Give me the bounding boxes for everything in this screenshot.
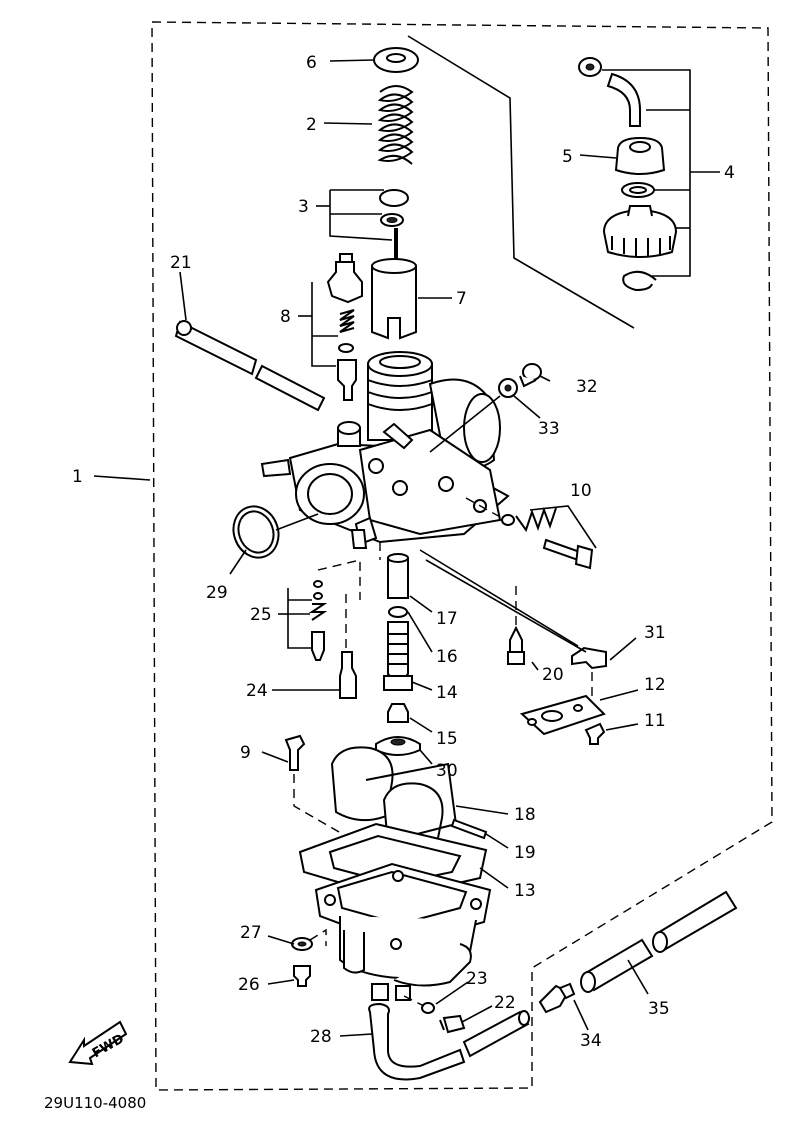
- part-label-16: 16: [436, 647, 458, 667]
- part-label-21: 21: [170, 253, 192, 273]
- part-label-10: 10: [570, 481, 592, 501]
- pilot-spring: [339, 309, 355, 333]
- part-label-14: 14: [436, 683, 458, 703]
- diagram-code: 29U110-4080: [44, 1094, 146, 1112]
- part-label-18: 18: [514, 805, 536, 825]
- part-label-33: 33: [538, 419, 560, 439]
- needle-clip-plate: [571, 646, 607, 670]
- part-label-11: 11: [644, 711, 666, 731]
- part-label-15: 15: [436, 729, 458, 749]
- throttle-screw: [542, 538, 582, 562]
- float-pin: [450, 818, 488, 840]
- part-label-1: 1: [72, 467, 83, 487]
- float-bowl-screw: [284, 734, 306, 771]
- part-label-9: 9: [240, 743, 251, 763]
- top-cap: [602, 208, 678, 258]
- cap-screw: [326, 261, 363, 304]
- part-label-20: 20: [542, 665, 564, 685]
- starter-jet: [339, 594, 357, 699]
- part-label-2: 2: [306, 115, 317, 135]
- part-label-23: 23: [466, 969, 488, 989]
- carburetor-body: [260, 351, 510, 549]
- part-label-19: 19: [514, 843, 536, 863]
- jet-o-ring: [388, 606, 408, 618]
- float-needle-assembly: [419, 549, 607, 745]
- part-label-30: 30: [436, 761, 458, 781]
- air-screw-o-ring: [421, 1002, 435, 1014]
- o-ring: [232, 505, 280, 559]
- part-label-34: 34: [580, 1031, 602, 1051]
- slide-assembly: [329, 47, 419, 340]
- float-valve-plate: [519, 694, 606, 736]
- part-label-26: 26: [238, 975, 260, 995]
- part-label-3: 3: [298, 197, 309, 217]
- part-label-4: 4: [724, 163, 735, 183]
- assembly-boundary: [151, 21, 773, 1091]
- part-label-7: 7: [456, 289, 467, 309]
- throttle-screw-assembly: [465, 497, 597, 570]
- part-label-27: 27: [240, 923, 262, 943]
- vent-hose: [174, 320, 326, 412]
- part-label-22: 22: [494, 993, 516, 1013]
- throttle-spring-small: [515, 507, 557, 533]
- pilot-screw: [337, 359, 357, 401]
- top-cap-assembly: [578, 57, 720, 292]
- part-label-25: 25: [250, 605, 272, 625]
- breather-hose: [580, 890, 738, 993]
- part-label-29: 29: [206, 583, 228, 603]
- part-label-24: 24: [246, 681, 268, 701]
- fwd-arrow: FWD: [68, 1020, 128, 1066]
- main-jet-holder: [387, 621, 409, 681]
- jet-column: [375, 542, 421, 756]
- part-label-17: 17: [436, 609, 458, 629]
- stop-screw: [429, 363, 542, 453]
- part-labels: 6 2 3 4 5 7 8 21 32 33 1 10 29 25 17 31 …: [72, 53, 735, 1051]
- air-screw: [442, 1014, 466, 1034]
- part-label-12: 12: [644, 675, 666, 695]
- drain-screw: [293, 965, 311, 987]
- leader-lines: [93, 59, 649, 1037]
- throttle-spring: [377, 85, 414, 165]
- part-label-31: 31: [644, 623, 666, 643]
- part-label-8: 8: [280, 307, 291, 327]
- cap-rubber-boot: [614, 136, 666, 175]
- cap-hose-fitting: [606, 72, 641, 127]
- part-label-6: 6: [306, 53, 317, 73]
- needle-jet: [387, 557, 409, 599]
- part-label-32: 32: [576, 377, 598, 397]
- part-label-35: 35: [648, 999, 670, 1019]
- pilot-jet-set: [287, 559, 361, 661]
- part-label-13: 13: [514, 881, 536, 901]
- needle-clip: [379, 189, 409, 207]
- cap-clip: [622, 270, 657, 292]
- part-label-5: 5: [562, 147, 573, 167]
- drain-hose: [368, 1002, 530, 1081]
- plate-screw: [584, 722, 606, 745]
- part-label-28: 28: [310, 1027, 332, 1047]
- float-bowl: [298, 822, 492, 1001]
- hose-fitting: [538, 984, 570, 1014]
- pilot-screw-assembly: [311, 253, 363, 401]
- main-jet: [387, 703, 409, 723]
